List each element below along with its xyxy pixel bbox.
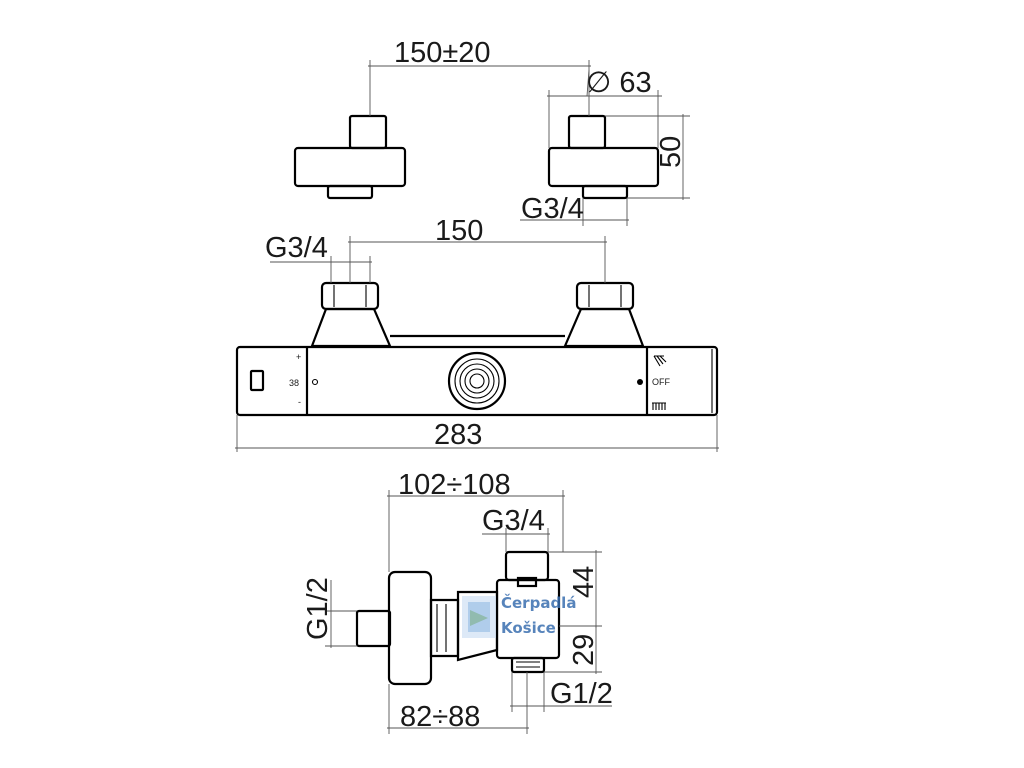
bath-icon bbox=[652, 402, 666, 410]
dimension-base: 82÷88 bbox=[387, 672, 529, 734]
dimension-thread-side-top: G3/4 bbox=[482, 505, 550, 552]
off-dot bbox=[637, 379, 643, 385]
thread-label-side-left: G1/2 bbox=[302, 577, 334, 640]
front-view: + 38 - OFF G bbox=[235, 215, 719, 452]
thread-label-side-top: G3/4 bbox=[482, 505, 545, 537]
watermark-line2: Košice bbox=[501, 619, 556, 637]
dimension-thread-front: G3/4 bbox=[265, 232, 372, 283]
dimension-thread-top: G3/4 bbox=[520, 193, 629, 226]
plus-mark: + bbox=[296, 352, 301, 362]
thermostat-body bbox=[235, 345, 719, 417]
center-knob bbox=[447, 351, 507, 411]
length-label: 283 bbox=[434, 419, 482, 451]
upper-height-label: 44 bbox=[568, 566, 600, 598]
dimension-thread-side-bottom: G1/2 bbox=[510, 672, 613, 712]
minus-mark: - bbox=[298, 397, 301, 407]
dimension-spacing-front: 150 bbox=[348, 215, 607, 283]
diameter-label: ∅ 63 bbox=[586, 67, 652, 99]
dimension-thread-side-left: G1/2 bbox=[302, 577, 357, 648]
left-eccentric bbox=[293, 114, 407, 200]
watermark-line1: Čerpadlá bbox=[501, 593, 576, 612]
dimension-height-top: 50 bbox=[605, 114, 690, 200]
base-label: 82÷88 bbox=[400, 701, 480, 733]
side-view: 102÷108 G3/4 G1/2 44 29 bbox=[302, 469, 613, 734]
top-view: 150±20 ∅ 63 50 G3/4 bbox=[293, 37, 690, 226]
lower-height-label: 29 bbox=[568, 634, 600, 666]
spacing-label-top: 150±20 bbox=[394, 37, 491, 69]
diverter-handle: OFF bbox=[637, 355, 670, 410]
off-mark: OFF bbox=[652, 377, 670, 387]
thread-label-side-bottom: G1/2 bbox=[550, 678, 613, 710]
dimension-upper-height: 44 bbox=[548, 550, 602, 628]
spacing-label-front: 150 bbox=[435, 215, 483, 247]
dimension-length: 283 bbox=[235, 415, 719, 452]
left-connection bbox=[310, 281, 392, 348]
dimension-lower-height: 29 bbox=[544, 626, 602, 674]
right-connection bbox=[563, 281, 645, 348]
thread-label-front: G3/4 bbox=[265, 232, 328, 264]
dimension-spacing-top: 150±20 bbox=[368, 37, 591, 116]
temperature-handle: + 38 - bbox=[249, 352, 319, 407]
watermark: Čerpadlá Košice bbox=[462, 593, 576, 638]
watermark-logo bbox=[462, 596, 496, 638]
depth-label: 102÷108 bbox=[398, 469, 511, 501]
right-eccentric bbox=[547, 114, 660, 200]
dimension-depth: 102÷108 bbox=[387, 469, 565, 572]
height-label-top: 50 bbox=[655, 136, 687, 168]
dimension-diameter: ∅ 63 bbox=[547, 67, 662, 148]
shower-icon bbox=[653, 355, 667, 367]
temp-mark: 38 bbox=[289, 378, 299, 388]
thread-label-top: G3/4 bbox=[521, 193, 584, 225]
